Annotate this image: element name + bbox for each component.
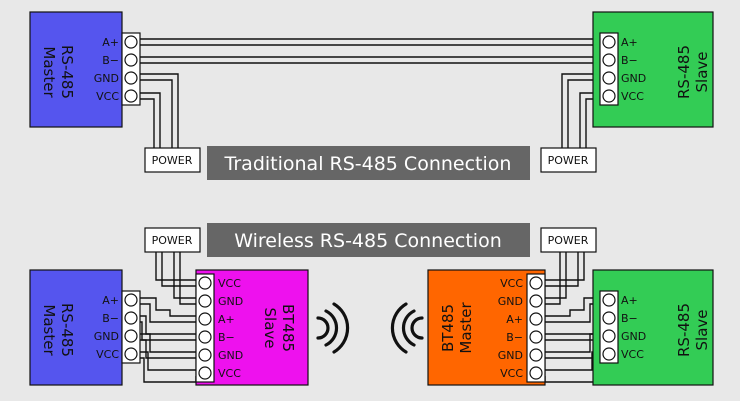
bt-master-pin-b-label: B− [506,331,523,344]
bt-slave-label-line1: BT485 [279,304,297,352]
wireless-power-box-right [540,227,597,253]
wireless-signal-left-icon [390,302,424,354]
wireless-master-pin-b-label: B− [102,312,119,325]
slave-pin-a-label: A+ [621,36,638,49]
slave-terminal-block-front [599,32,619,106]
wireless-section: Wireless RS-485 Connection [29,223,714,386]
wire-power-left-vcc-2 [140,98,155,148]
traditional-section: RS-485 Master A+ B− GND VCC [29,11,714,180]
bt-slave-pin-vcc2-label: VCC [218,367,241,380]
wireless-slave-pin-a-label: A+ [621,294,638,307]
wireless-right-wires [544,251,600,383]
wireless-master-pin-a-label: A+ [102,294,119,307]
bt-master-pin-gnd-label: GND [498,295,523,308]
wireless-master-terminal-block [121,290,141,364]
traditional-wires [140,38,600,148]
power-label-right: POWER [548,154,589,167]
master-pin-vcc-label: VCC [96,90,119,103]
bt-slave-pin-gnd-label: GND [218,295,243,308]
bt-master-pin-a-label: A+ [506,313,523,326]
wireless-rs485-master-box [29,269,123,386]
terminal-screw [124,53,138,67]
wireless-power-box-left [144,227,201,253]
master-pin-a-label: A+ [102,36,119,49]
master-terminal-block [121,32,141,106]
slave-label-line1: RS-485 [675,45,693,99]
terminal-screw [124,89,138,103]
master-label-line1: RS-485 [58,45,76,99]
bt-master-pin-vcc2-label: VCC [500,367,523,380]
bt-slave-pin-b-label: B− [218,331,235,344]
bt485-master-box [427,269,546,386]
bt-slave-pin-a-label: A+ [218,313,235,326]
wireless-slave-label-line2: Slave [693,310,711,351]
bt-master-terminal-block [526,273,546,383]
wire-power-left-gnd [140,73,179,148]
wireless-master-label-line2: Master [40,304,58,356]
wireless-banner-text: Wireless RS-485 Connection [234,230,501,252]
bt-slave-terminal-block [195,273,215,383]
wireless-power-label-left: POWER [152,234,193,247]
wireless-master-label-line1: RS-485 [58,303,76,357]
wireless-power-label-right: POWER [548,234,589,247]
bt485-slave-box [195,269,309,386]
slave-pin-vcc-label: VCC [621,90,644,103]
wireless-signal-right-icon [316,302,350,354]
wireless-slave-pin-vcc-label: VCC [621,348,644,361]
wire-power-right-gnd [561,73,600,148]
master-pin-gnd-label: GND [94,72,119,85]
bt-master-label-line1: BT485 [439,304,457,352]
bt-master-pin-vcc-label: VCC [500,277,523,290]
slave-pin-gnd-label: GND [621,72,646,85]
wireless-slave-pin-b-label: B− [621,312,638,325]
wireless-left-wires [140,251,197,383]
wireless-slave-label-line1: RS-485 [675,303,693,357]
slave-label-line2: Slave [693,52,711,93]
terminal-screw [124,71,138,85]
master-pin-b-label: B− [102,54,119,67]
bt-slave-pin-vcc-label: VCC [218,277,241,290]
wireless-slave-terminal-block [599,290,619,364]
bt-master-pin-gnd2-label: GND [498,349,523,362]
wireless-banner [207,223,530,257]
power-box-left [144,147,201,173]
wireless-master-pin-vcc-label: VCC [96,348,119,361]
wireless-slave-pin-gnd-label: GND [621,330,646,343]
bt-slave-pin-gnd2-label: GND [218,349,243,362]
traditional-banner [207,146,530,180]
power-box-right [540,147,597,173]
power-label-left: POWER [152,154,193,167]
wire-power-left-vcc [140,92,161,148]
bt-slave-label-line2: Slave [261,308,279,349]
bt-master-label-line2: Master [457,302,475,354]
wireless-master-pin-gnd-label: GND [94,330,119,343]
traditional-banner-text: Traditional RS-485 Connection [224,153,512,175]
slave-pin-b-label: B− [621,54,638,67]
terminal-screw [124,35,138,49]
wire-power-right-gnd-2 [567,79,600,148]
wire-power-left-gnd-2 [140,79,173,148]
master-label-line2: Master [40,46,58,98]
